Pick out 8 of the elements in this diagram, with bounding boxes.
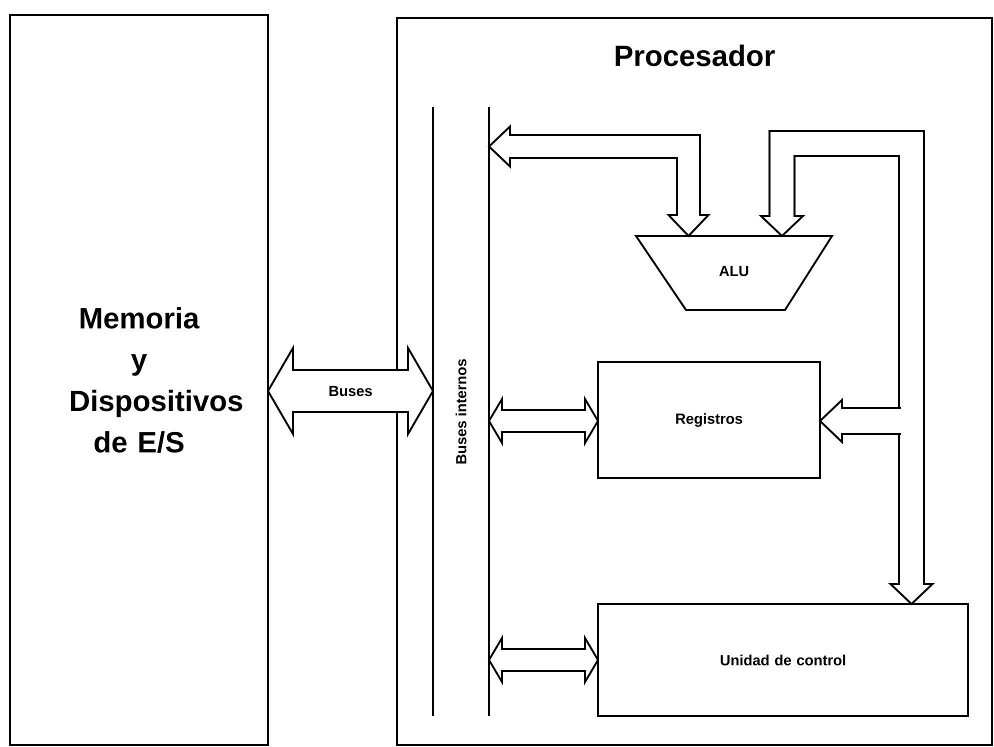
control-unit-box: Unidad de control <box>597 603 970 717</box>
block-arrow <box>488 634 600 686</box>
block-arrow <box>818 398 902 444</box>
memory-box: Memoria y Dispositivos de E/S <box>9 14 269 746</box>
register-box: Registros <box>597 361 822 479</box>
edge-label: Buses <box>327 384 374 398</box>
bus-band: Buses internos <box>432 107 490 716</box>
block-arrow <box>488 395 600 447</box>
